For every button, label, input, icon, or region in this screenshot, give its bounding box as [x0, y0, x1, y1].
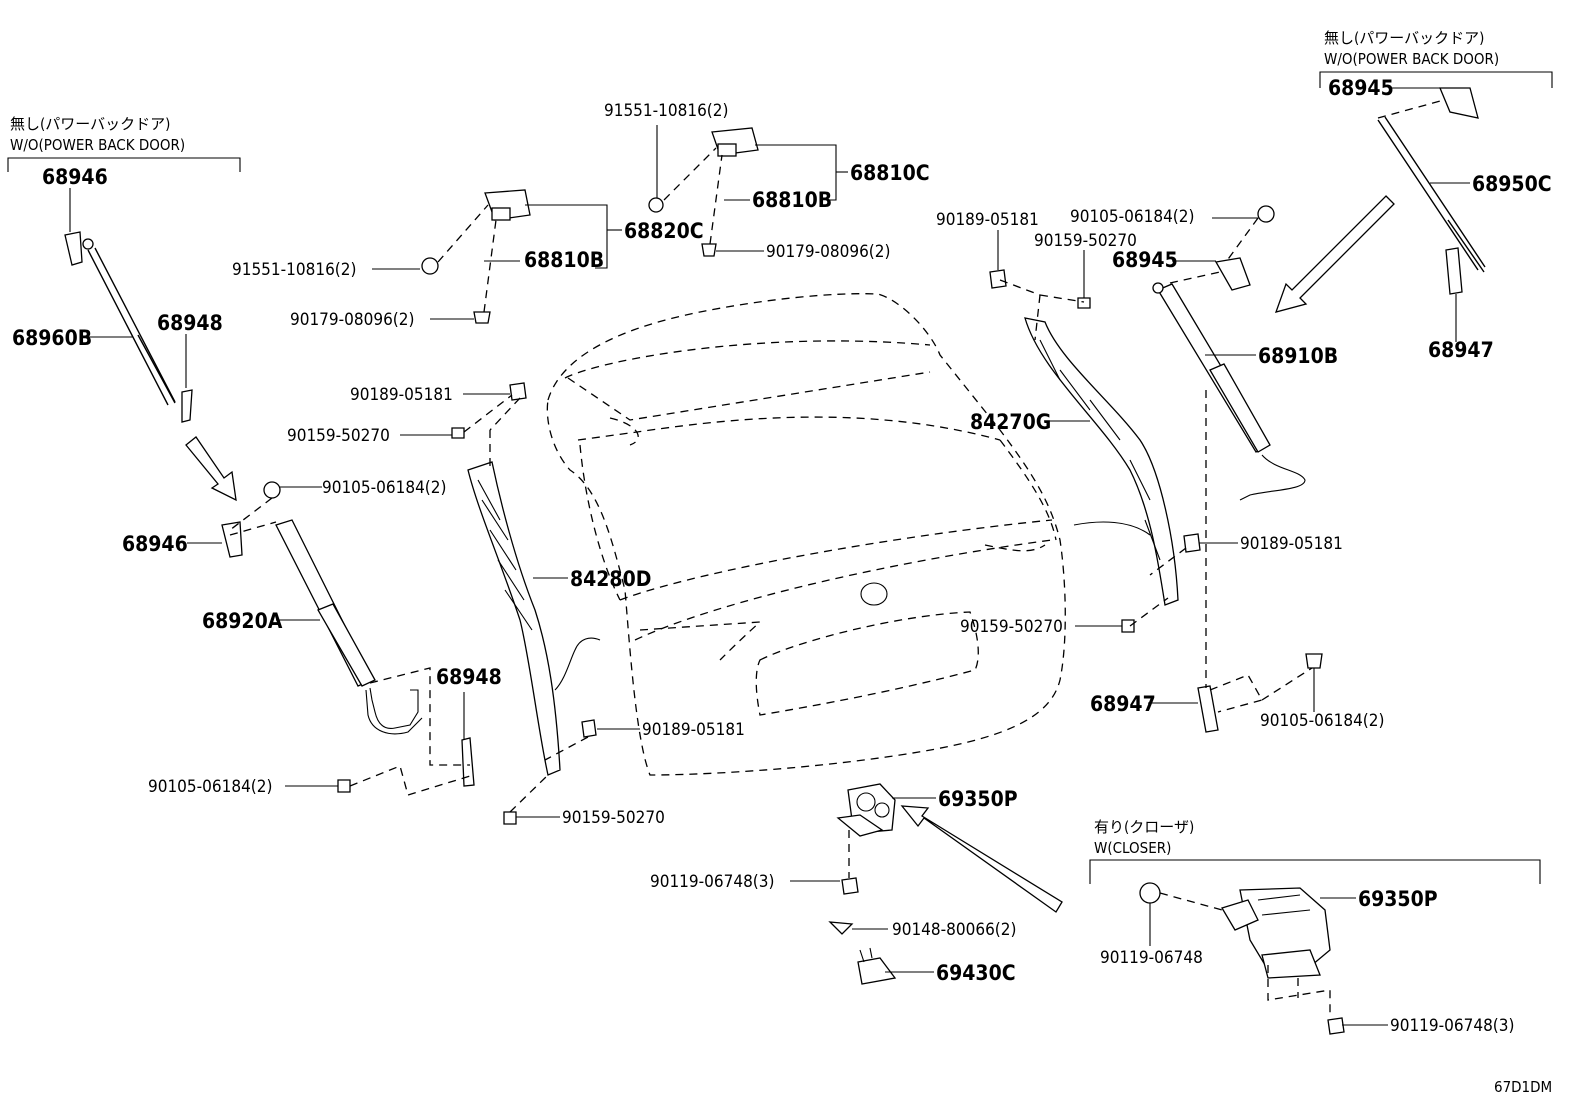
label-90105-left-mid: 90105-06184(2): [322, 478, 446, 498]
gas-strut-68950C: [1377, 87, 1486, 295]
back-door-panel: [546, 293, 1066, 776]
section-brackets: [7, 71, 1553, 884]
label-68948-top: 68948: [157, 311, 223, 335]
direction-arrows: [185, 195, 1395, 913]
label-68920A: 68920A: [202, 609, 283, 633]
label-90179-left: 90179-08096(2): [290, 310, 414, 330]
label-68810B-left: 68810B: [524, 248, 604, 272]
label-90105-right-low: 90105-06184(2): [1260, 711, 1384, 731]
hinge-68810B-left: [484, 189, 531, 221]
label-68947-top: 68947: [1428, 338, 1494, 362]
note-left-en: W/O(POWER BACK DOOR): [10, 136, 185, 154]
leader-lines: [69, 87, 1470, 1026]
diagram-code: 67D1DM: [1494, 1078, 1552, 1096]
gas-strut-68920A: [221, 519, 475, 787]
striker-69430C: [857, 947, 897, 985]
label-90159-right-top: 90159-50270: [1034, 231, 1137, 251]
label-90119-center: 90119-06748(3): [650, 872, 774, 892]
hinge-68810B-top: [711, 127, 759, 157]
back-door-lock-69350P: [836, 783, 896, 837]
note-closer-en: W(CLOSER): [1094, 839, 1171, 857]
label-68820C: 68820C: [624, 219, 704, 243]
label-68810C: 68810C: [850, 161, 930, 185]
label-68947-low: 68947: [1090, 692, 1156, 716]
assembly-lines: [229, 99, 1445, 1018]
label-68950C: 68950C: [1472, 172, 1552, 196]
label-69350P-center: 69350P: [938, 787, 1018, 811]
gas-strut-68910B: [1152, 257, 1306, 733]
label-90189-right-mid: 90189-05181: [1240, 534, 1343, 554]
label-68948-low: 68948: [436, 665, 502, 689]
label-90119-closer: 90119-06748: [1100, 948, 1203, 968]
label-90159-bottom: 90159-50270: [562, 808, 665, 828]
note-closer-jp: 有り(クローザ): [1094, 818, 1194, 836]
label-90119-closer-low: 90119-06748(3): [1390, 1016, 1514, 1036]
back-door-closer-69350P: [1221, 887, 1331, 979]
label-90105-left-low: 90105-06184(2): [148, 777, 272, 797]
weatherstrip-84280D: [467, 461, 601, 776]
label-90148: 90148-80066(2): [892, 920, 1016, 940]
label-90189-left: 90189-05181: [350, 385, 453, 405]
gas-strut-68960B: [64, 231, 193, 423]
note-right-en: W/O(POWER BACK DOOR): [1324, 50, 1499, 68]
label-84270G: 84270G: [970, 410, 1051, 434]
label-90105-right-top: 90105-06184(2): [1070, 207, 1194, 227]
note-right-jp: 無し(パワーバックドア): [1324, 29, 1484, 47]
label-90189-bottom: 90189-05181: [642, 720, 745, 740]
weatherstrip-84270G: [1024, 317, 1179, 606]
label-91551-top: 91551-10816(2): [604, 101, 728, 121]
label-90179-top: 90179-08096(2): [766, 242, 890, 262]
label-68960B: 68960B: [12, 326, 92, 350]
label-68810B-top: 68810B: [752, 188, 832, 212]
label-84280D: 84280D: [570, 567, 651, 591]
label-69350P-closer: 69350P: [1358, 887, 1438, 911]
label-90189-right-top: 90189-05181: [936, 210, 1039, 230]
label-68945-mid: 68945: [1112, 248, 1178, 272]
label-68945-top: 68945: [1328, 76, 1394, 100]
note-left-jp: 無し(パワーバックドア): [10, 115, 170, 133]
fasteners: [263, 197, 1345, 1035]
label-90159-right-mid: 90159-50270: [960, 617, 1063, 637]
label-69430C: 69430C: [936, 961, 1016, 985]
label-68946-mid: 68946: [122, 532, 188, 556]
label-68910B: 68910B: [1258, 344, 1338, 368]
label-91551-left: 91551-10816(2): [232, 260, 356, 280]
label-68946-top: 68946: [42, 165, 108, 189]
label-90159-left: 90159-50270: [287, 426, 390, 446]
